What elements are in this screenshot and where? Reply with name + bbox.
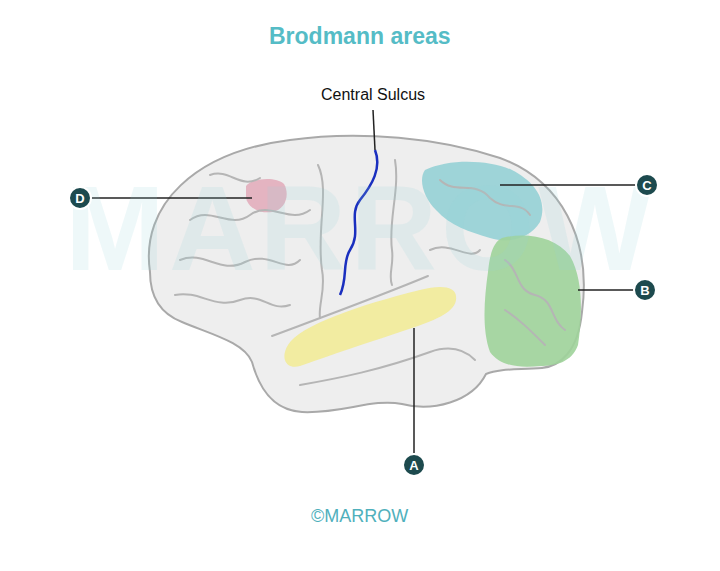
callout-circle: D (68, 186, 92, 210)
leader-line (373, 110, 375, 150)
callout-letter: D (75, 192, 84, 205)
copyright-watermark: ©MARROW (311, 506, 408, 527)
callout-letter: B (640, 284, 649, 297)
structure-label: Central Sulcus (321, 86, 425, 104)
diagram-title: Brodmann areas (269, 23, 451, 50)
leader-line (413, 328, 415, 453)
callout-circle: B (633, 278, 657, 302)
callout-circle: A (402, 453, 426, 477)
callout-letter: A (409, 459, 418, 472)
callout-circle: C (635, 173, 659, 197)
watermark: MARROW (65, 159, 656, 297)
callout-letter: C (642, 179, 651, 192)
